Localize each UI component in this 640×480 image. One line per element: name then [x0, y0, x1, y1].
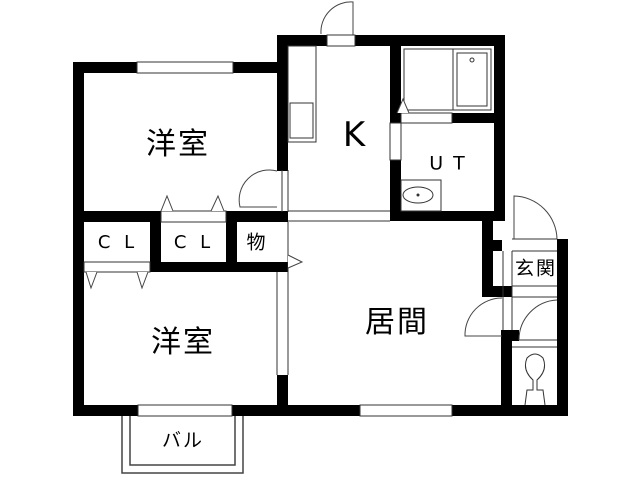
walls — [73, 35, 568, 416]
door-swings — [238, 1, 558, 341]
room-label-utility: U T — [429, 152, 467, 175]
room-label-kitchen: K — [342, 115, 366, 155]
room-label-balcony: バル — [161, 429, 205, 452]
room-label-western-upper: 洋室 — [146, 127, 210, 162]
room-label-living: 居間 — [365, 305, 429, 340]
room-label-entrance: 玄関 — [514, 257, 558, 280]
thin-lines — [276, 45, 557, 406]
room-label-western-lower: 洋室 — [151, 325, 215, 360]
room-label-closet-left: C L — [97, 232, 139, 253]
closet-door-markers — [85, 97, 410, 290]
windows — [83, 34, 453, 417]
room-label-storage: 物 — [246, 231, 268, 254]
room-label-closet-right: C L — [173, 232, 215, 253]
